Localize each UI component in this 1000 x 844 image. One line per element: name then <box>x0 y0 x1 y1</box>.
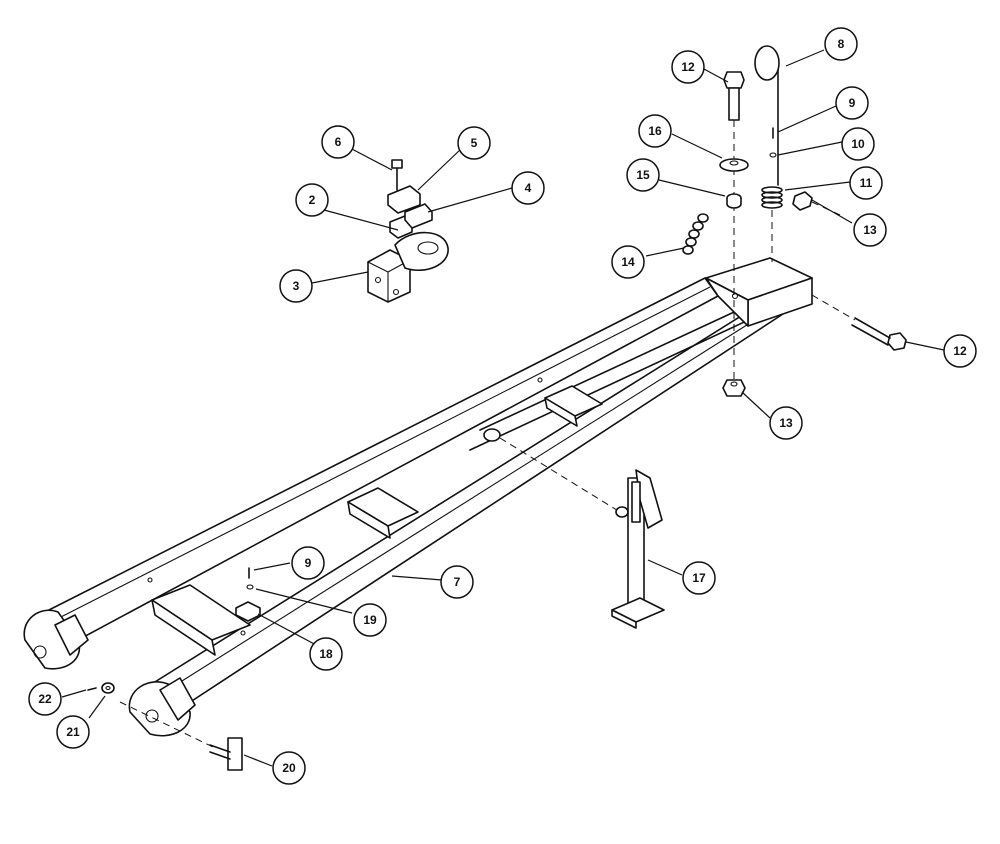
callout-4-label: 4 <box>525 181 532 195</box>
callout-9-bottom: 9 <box>291 546 325 580</box>
callout-13-bottom: 13 <box>769 406 803 440</box>
hairpin-part8 <box>754 45 780 186</box>
callout-4: 4 <box>511 171 545 205</box>
cross-member-mid <box>347 487 419 539</box>
callout-5: 5 <box>457 126 491 160</box>
spring-part11 <box>761 186 783 209</box>
bolt-part6 <box>391 159 403 191</box>
callout-20-label: 20 <box>282 761 296 775</box>
pin-part22 <box>87 687 97 691</box>
callout-16-label: 16 <box>648 124 662 138</box>
chain-part14 <box>682 213 709 255</box>
pin-part20 <box>119 701 243 771</box>
cross-member-rear <box>544 385 603 427</box>
callout-20: 20 <box>272 751 306 785</box>
callout-16: 16 <box>638 114 672 148</box>
callout-7-label: 7 <box>454 575 461 589</box>
left-rail <box>44 277 719 641</box>
callout-22-label: 22 <box>38 692 52 706</box>
callout-9-top: 9 <box>835 86 869 120</box>
callout-19: 19 <box>353 603 387 637</box>
callout-14-label: 14 <box>621 255 635 269</box>
left-clevis <box>23 609 89 670</box>
callout-6-label: 6 <box>335 135 342 149</box>
bushing-part15 <box>726 193 742 209</box>
callout-17: 17 <box>682 561 716 595</box>
callout-13-right-label: 13 <box>863 223 877 237</box>
callout-18-label: 18 <box>319 647 333 661</box>
callout-22: 22 <box>28 682 62 716</box>
callout-13-bottom-label: 13 <box>779 416 793 430</box>
callout-5-label: 5 <box>471 136 478 150</box>
callout-11-label: 11 <box>860 176 873 190</box>
callout-9-bottom-label: 9 <box>305 556 312 570</box>
top-plate-part5 <box>387 185 421 214</box>
nut-part13-right <box>792 191 813 211</box>
callout-17-label: 17 <box>692 571 706 585</box>
washer-part21 <box>101 682 115 694</box>
bolt-part12-side <box>851 317 907 351</box>
callout-12-top: 12 <box>671 50 705 84</box>
callout-11: 11 <box>849 166 883 200</box>
callout-12-top-label: 12 <box>681 60 695 74</box>
callout-9-top-label: 9 <box>849 96 856 110</box>
callout-8-label: 8 <box>838 37 845 51</box>
callout-6: 6 <box>321 125 355 159</box>
callout-8: 8 <box>824 27 858 61</box>
leader-lines <box>61 49 945 767</box>
hitch-frame <box>23 257 813 737</box>
callout-3-label: 3 <box>293 279 300 293</box>
washer-part10 <box>769 152 777 158</box>
bolt-part12-top <box>723 71 745 121</box>
jack-stand <box>499 437 665 629</box>
nut-part13-bottom <box>722 379 746 397</box>
callout-14: 14 <box>611 245 645 279</box>
retainer-plate <box>404 203 433 229</box>
callout-10-label: 10 <box>851 137 865 151</box>
right-rail <box>141 297 787 713</box>
callout-7: 7 <box>440 565 474 599</box>
callout-3: 3 <box>279 269 313 303</box>
callout-15: 15 <box>626 158 660 192</box>
callout-21-label: 21 <box>66 725 80 739</box>
callout-21: 21 <box>56 715 90 749</box>
right-clevis <box>128 677 196 737</box>
clevis-hitch <box>367 231 449 303</box>
callout-13-right: 13 <box>853 213 887 247</box>
callout-2-label: 2 <box>309 193 316 207</box>
callout-19-label: 19 <box>363 613 377 627</box>
washer-part16 <box>719 158 749 172</box>
washer-part19 <box>246 584 254 590</box>
callout-15-label: 15 <box>636 168 650 182</box>
callout-18: 18 <box>309 637 343 671</box>
callout-2: 2 <box>295 183 329 217</box>
jack-mount <box>483 428 501 442</box>
callout-12-side-label: 12 <box>953 344 967 358</box>
callout-12-side: 12 <box>943 334 977 368</box>
cross-member-front <box>151 584 251 656</box>
callout-10: 10 <box>841 127 875 161</box>
